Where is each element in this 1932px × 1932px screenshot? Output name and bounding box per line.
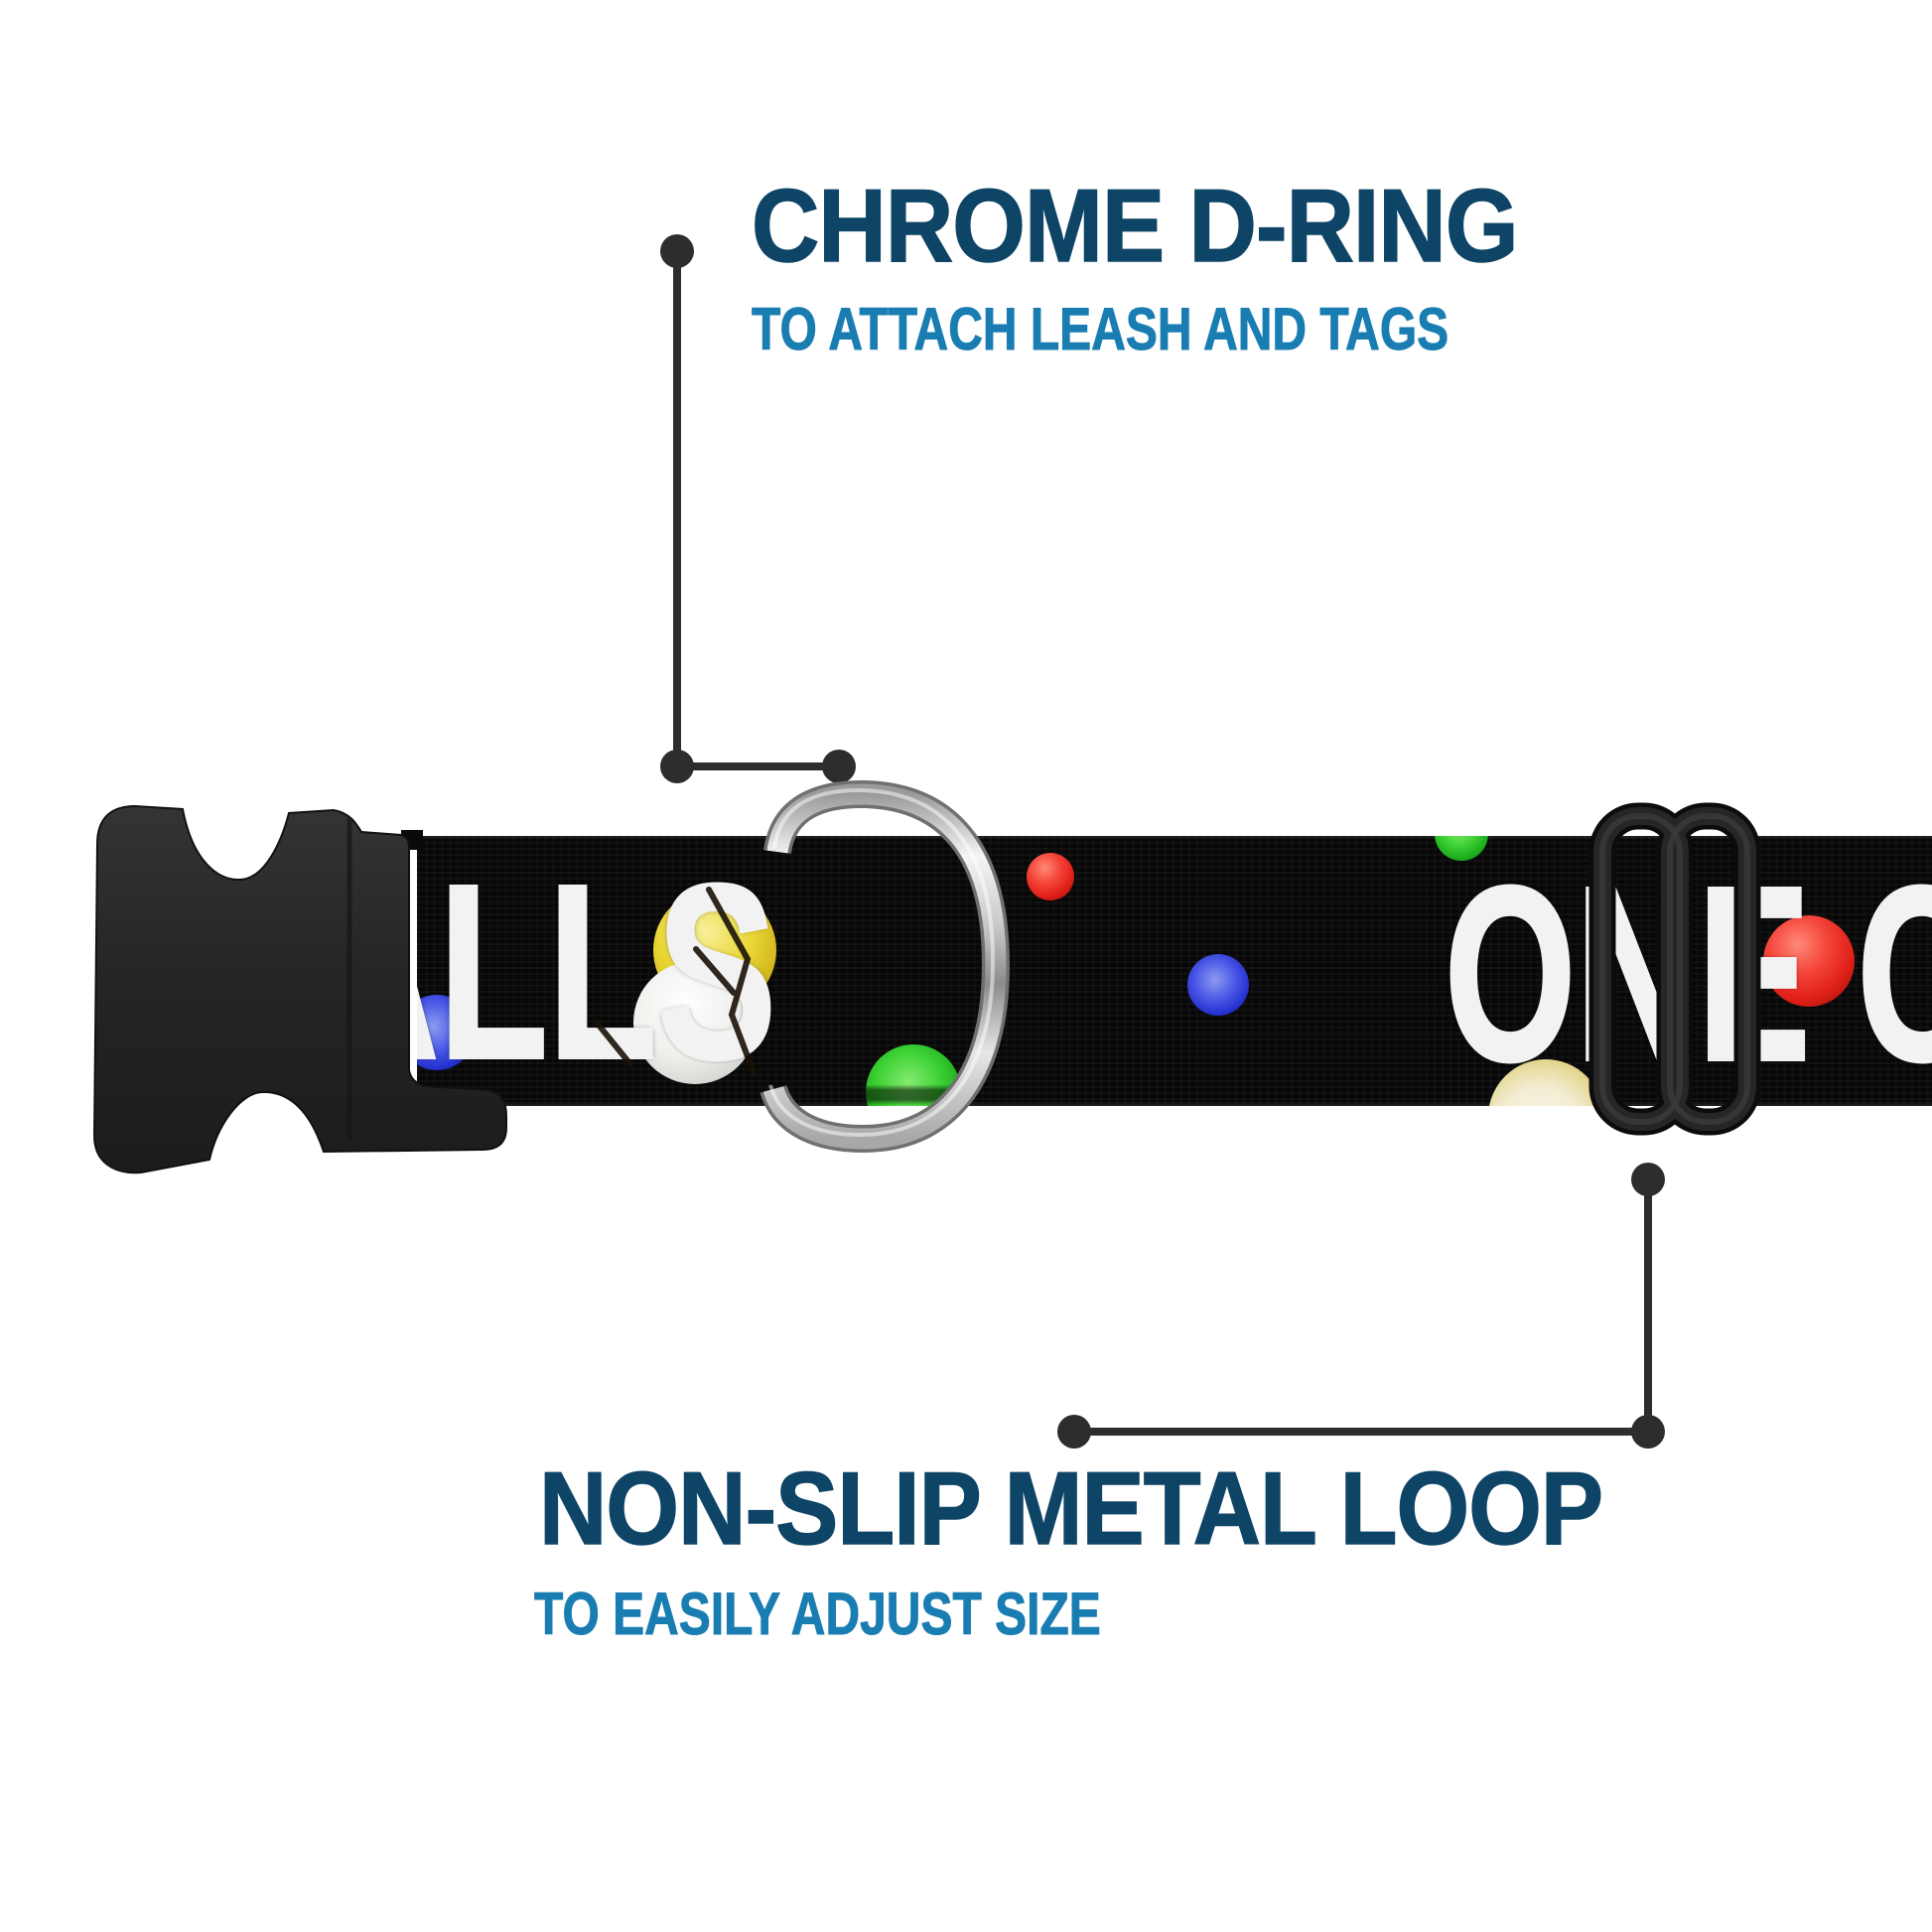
callout-loop-title: NON-SLIP METAL LOOP	[538, 1451, 1603, 1567]
ball-red-right-partial	[1763, 915, 1855, 1007]
ball-blue	[1187, 954, 1249, 1016]
callout-dring-vertical-line	[673, 251, 681, 766]
ball-red	[1027, 853, 1074, 900]
strap-print-text-right: ONE C	[1444, 836, 1932, 1106]
collar-strap: ALLS ONE C	[417, 836, 1932, 1106]
callout-loop-end-dot	[1057, 1415, 1091, 1449]
callout-dring-horizontal-line	[677, 762, 840, 770]
callout-dring-end-dot	[822, 750, 856, 783]
strap-print-text-left: ALLS	[417, 836, 777, 1106]
callout-loop-subtitle: TO EASILY ADJUST SIZE	[534, 1581, 1102, 1647]
ball-green-bottom-partial	[866, 1044, 961, 1106]
callout-loop-vertical-line	[1644, 1179, 1652, 1432]
callout-dring-subtitle: TO ATTACH LEASH AND TAGS	[752, 296, 1449, 362]
callout-dring-title: CHROME D-RING	[751, 169, 1519, 284]
callout-loop-horizontal-line	[1074, 1428, 1649, 1436]
